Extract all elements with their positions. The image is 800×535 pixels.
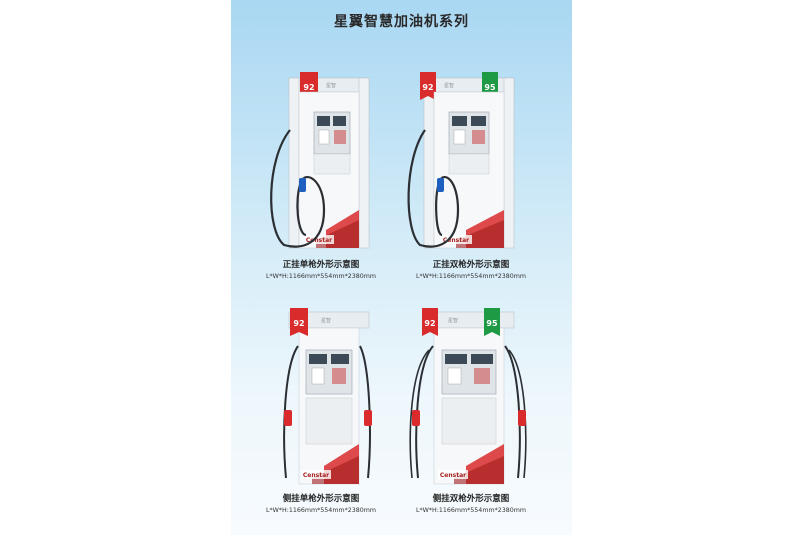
fuel-hose bbox=[415, 345, 434, 479]
grade-95-label: 95 bbox=[486, 319, 498, 328]
fuel-hose bbox=[283, 345, 299, 479]
product-poster: 星翼智慧加油机系列 92 星智 Censtar 正挂单枪外形示意图 L*W*H:… bbox=[231, 0, 572, 535]
fuel-hose bbox=[270, 129, 326, 248]
pump-card-side-double: 92 95 星智 Censtar 侧挂双枪外形示意图 L*W*H:1166mm*… bbox=[396, 306, 546, 521]
pump-illustration: 92 95 星智 Censtar bbox=[407, 72, 515, 249]
cabinet-label: 星智 bbox=[326, 82, 336, 89]
grade-92-label: 92 bbox=[303, 83, 314, 92]
pump-caption: 侧挂双枪外形示意图 bbox=[432, 494, 510, 504]
brand-logo: Censtar bbox=[306, 237, 332, 244]
grade-flag-red bbox=[422, 308, 438, 336]
grade-92-label: 92 bbox=[424, 319, 435, 328]
cabinet-label: 星智 bbox=[321, 317, 331, 324]
pump-illustration: 92 95 星智 Censtar bbox=[409, 308, 527, 485]
grade-flag-red bbox=[290, 308, 308, 336]
pump-dimensions: L*W*H:1166mm*554mm*2380mm bbox=[265, 273, 377, 280]
grade-95-label: 95 bbox=[484, 83, 496, 92]
nozzle-icon bbox=[299, 178, 306, 192]
pump-card-front-double: 92 95 星智 Censtar 正挂双枪外形示意图 L*W*H:1166mm*… bbox=[396, 70, 546, 285]
fuel-hose bbox=[407, 129, 460, 248]
pump-dimensions: L*W*H:1166mm*554mm*2380mm bbox=[415, 273, 527, 280]
grade-flag-red bbox=[420, 72, 436, 100]
nozzle-icon bbox=[284, 410, 292, 426]
pump-card-front-single: 92 星智 Censtar 正挂单枪外形示意图 L*W*H:1166mm*554… bbox=[246, 70, 396, 285]
brand-logo: Censtar bbox=[303, 472, 329, 479]
pump-illustration: 92 星智 Censtar bbox=[283, 308, 372, 485]
nozzle-icon bbox=[364, 410, 372, 426]
pump-caption: 正挂单枪外形示意图 bbox=[282, 260, 360, 270]
cabinet-label: 星智 bbox=[448, 317, 458, 324]
grade-92-label: 92 bbox=[422, 83, 433, 92]
grade-92-label: 92 bbox=[293, 319, 304, 328]
pump-illustration: 92 星智 Censtar bbox=[270, 72, 370, 249]
nozzle-icon bbox=[518, 410, 526, 426]
brand-logo: Censtar bbox=[443, 237, 469, 244]
cabinet-label: 星智 bbox=[444, 82, 454, 89]
nozzle-icon bbox=[437, 178, 444, 192]
pump-card-side-single: 92 星智 Censtar 侧挂单枪外形示意图 L*W*H:1166mm*554… bbox=[246, 306, 396, 521]
pump-dimensions: L*W*H:1166mm*554mm*2380mm bbox=[415, 507, 527, 514]
pump-caption: 侧挂单枪外形示意图 bbox=[282, 494, 360, 504]
poster-title: 星翼智慧加油机系列 bbox=[334, 14, 469, 30]
nozzle-icon bbox=[412, 410, 420, 426]
brand-logo: Censtar bbox=[440, 472, 466, 479]
grade-flag-green bbox=[484, 308, 500, 336]
pump-caption: 正挂双枪外形示意图 bbox=[432, 260, 510, 270]
pump-dimensions: L*W*H:1166mm*554mm*2380mm bbox=[265, 507, 377, 514]
